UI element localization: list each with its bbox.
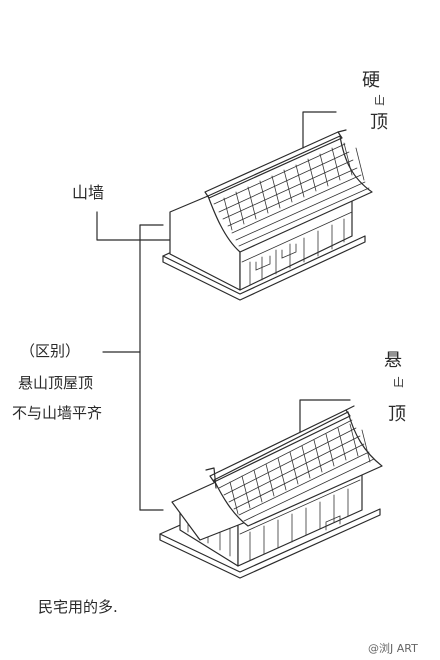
hanging-top-char-3: 顶 (388, 404, 406, 425)
gable-wall-label: 山墙 (72, 183, 104, 202)
hard-gable-house-illustration (162, 129, 373, 301)
hard-top-char-3: 顶 (370, 112, 388, 133)
hanging-top-char-1: 悬 (384, 350, 402, 371)
hard-top-char-2: 山 (374, 94, 385, 107)
gable-wall-callout-line (96, 211, 181, 241)
difference-line-2: 悬山顶屋顶 (18, 374, 93, 392)
hanging-top-char-2: 山 (393, 376, 404, 389)
callout-lines (96, 111, 351, 511)
hard-top-label: 硬 山 顶 (362, 70, 388, 133)
hanging-top-callout-line (299, 399, 351, 433)
difference-note: （区别） 悬山顶屋顶 不与山墙平齐 (12, 342, 102, 422)
hanging-gable-house-illustration (159, 405, 383, 579)
difference-title: （区别） (20, 342, 80, 360)
difference-line-3: 不与山墙平齐 (12, 404, 102, 422)
hard-top-char-1: 硬 (362, 70, 380, 91)
residence-note: 民宅用的多. (38, 598, 118, 616)
hanging-top-label: 悬 山 顶 (384, 350, 406, 425)
hard-top-callout-line (302, 111, 337, 149)
watermark: @浏J ART (368, 641, 418, 655)
